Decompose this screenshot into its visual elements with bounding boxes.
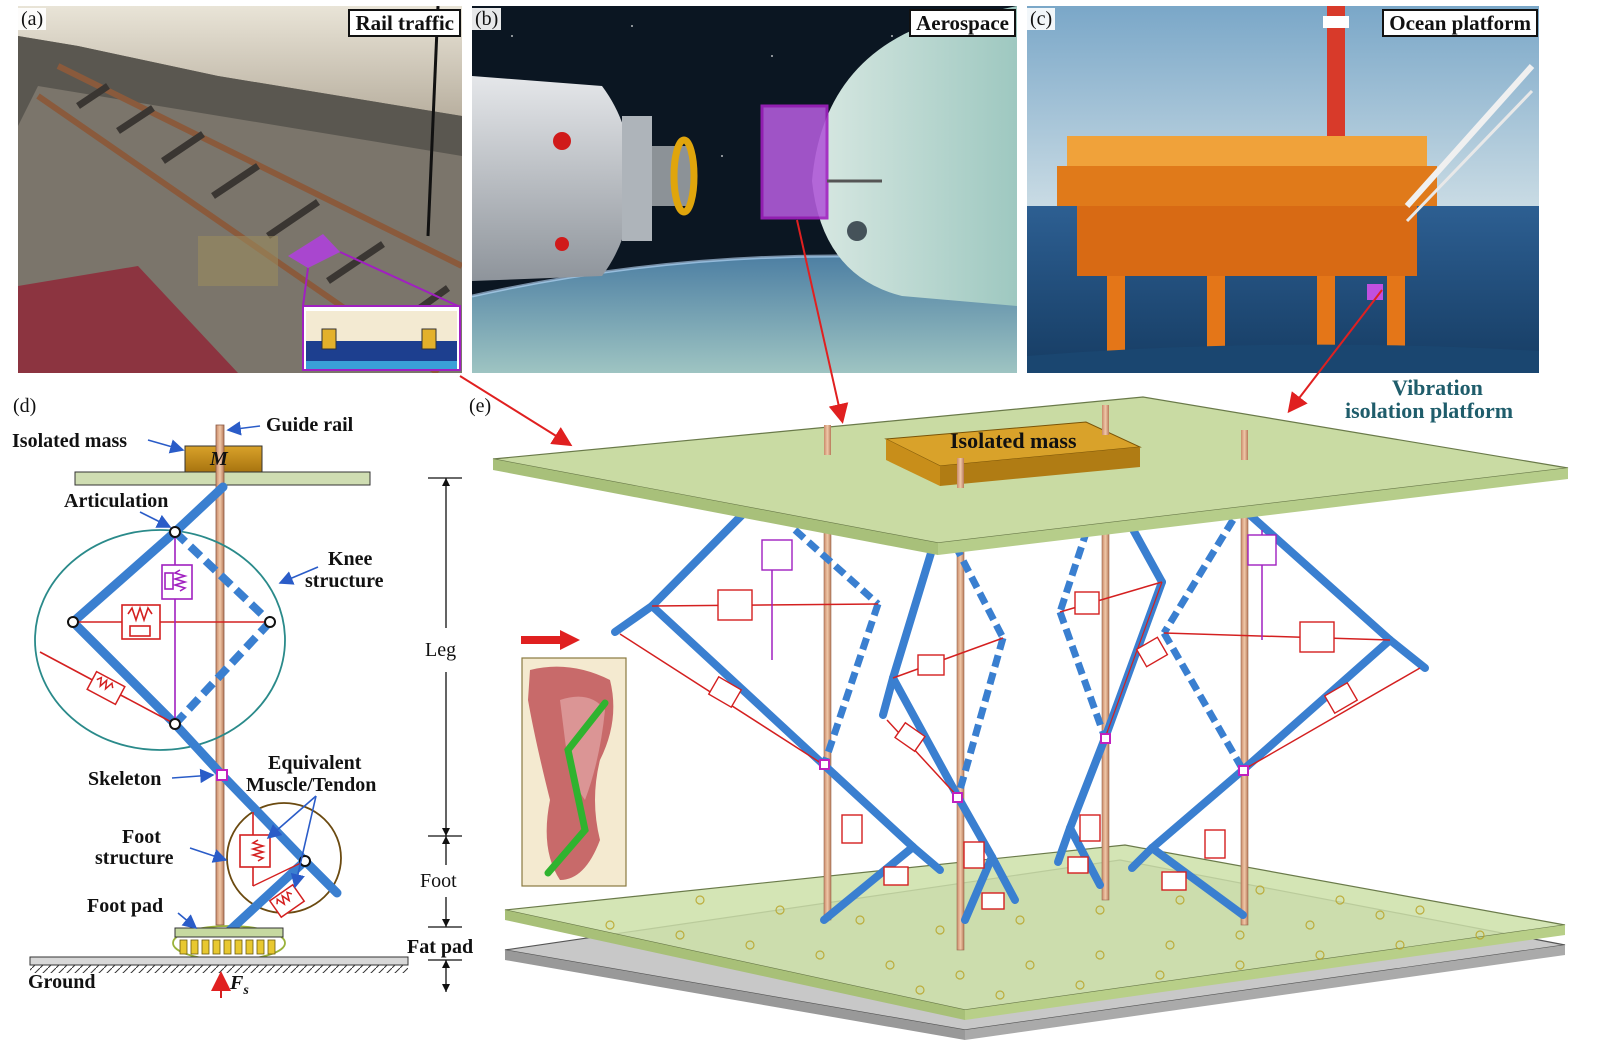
foot-vertical-spring bbox=[239, 834, 271, 868]
fat-pad-array bbox=[605, 885, 1485, 1000]
foot-dimension-label: Foot bbox=[420, 870, 457, 892]
panel-a-label: (a) bbox=[18, 8, 47, 30]
platform-label-1: Vibration bbox=[1392, 375, 1483, 400]
knee-diagonal-spring bbox=[86, 670, 126, 706]
articulation-joints bbox=[67, 526, 311, 867]
dashed-bars bbox=[172, 529, 273, 727]
foot-structure-label-1: Foot bbox=[122, 826, 161, 848]
panel-b-aerospace-photo: (b) Aerospace bbox=[472, 6, 1017, 373]
rail-photo-illustration bbox=[18, 6, 462, 373]
panel-a-rail-photo: (a) Rail traffic bbox=[18, 6, 462, 373]
mass-symbol: M bbox=[210, 448, 228, 470]
knee-structure-label-1: Knee bbox=[328, 548, 373, 570]
fat-pad-springs bbox=[179, 939, 276, 955]
knee-structure-label-2: structure bbox=[305, 570, 384, 592]
panel-c-ocean-photo: (c) Ocean platform bbox=[1027, 6, 1539, 373]
ground-line bbox=[29, 956, 409, 966]
panel-b-label: (b) bbox=[472, 8, 502, 30]
panel-e-label: (e) bbox=[469, 395, 492, 417]
foot-pad-label: Foot pad bbox=[87, 895, 164, 917]
articulation-label: Articulation bbox=[64, 490, 169, 512]
aerospace-illustration bbox=[472, 6, 1017, 373]
skeleton-bars bbox=[68, 482, 342, 937]
model-isolated-mass-label: Isolated mass bbox=[950, 428, 1077, 453]
foot-structure-label-2: structure bbox=[95, 847, 174, 869]
schematic-d bbox=[29, 421, 462, 998]
panel-b-title: Aerospace bbox=[909, 9, 1016, 37]
leader-lines bbox=[139, 421, 319, 930]
equivalent-label-1: Equivalent bbox=[268, 752, 362, 774]
knee-horizontal-spring bbox=[121, 604, 161, 640]
model-e bbox=[459, 219, 1569, 1040]
guide-rail-label: Guide rail bbox=[266, 414, 354, 436]
equivalent-label-2: Muscle/Tendon bbox=[246, 774, 377, 796]
dimension-lines bbox=[428, 477, 462, 992]
leg-2 bbox=[879, 526, 1019, 924]
force-subscript: s bbox=[243, 983, 249, 998]
knee-circle bbox=[34, 529, 286, 751]
skeleton-label: Skeleton bbox=[88, 768, 162, 790]
leg-dimension-label: Leg bbox=[425, 639, 457, 661]
fat-pad-label: Fat pad bbox=[407, 936, 474, 958]
panel-c-label: (c) bbox=[1027, 8, 1056, 30]
platform-label-2: isolation platform bbox=[1345, 398, 1514, 423]
leg-1 bbox=[611, 511, 944, 924]
force-symbol: F bbox=[230, 972, 244, 994]
callout-arrows bbox=[459, 219, 1383, 447]
rod-tops bbox=[824, 405, 1248, 488]
force-label: Fs bbox=[230, 972, 249, 1002]
muscle-inset bbox=[521, 657, 627, 887]
panel-a-title: Rail traffic bbox=[348, 9, 461, 37]
knee-vertical-spring bbox=[161, 564, 193, 600]
leg-4 bbox=[1128, 511, 1429, 919]
isolated-mass-label: Isolated mass bbox=[12, 430, 128, 452]
panel-c-title: Ocean platform bbox=[1382, 9, 1538, 37]
panel-d-label: (d) bbox=[13, 395, 37, 417]
foot-pad-plate bbox=[174, 927, 284, 938]
ground-label: Ground bbox=[28, 971, 96, 993]
ocean-platform-illustration bbox=[1027, 6, 1539, 373]
foot-diagonal-spring bbox=[268, 883, 306, 919]
leg-3 bbox=[1054, 511, 1169, 889]
